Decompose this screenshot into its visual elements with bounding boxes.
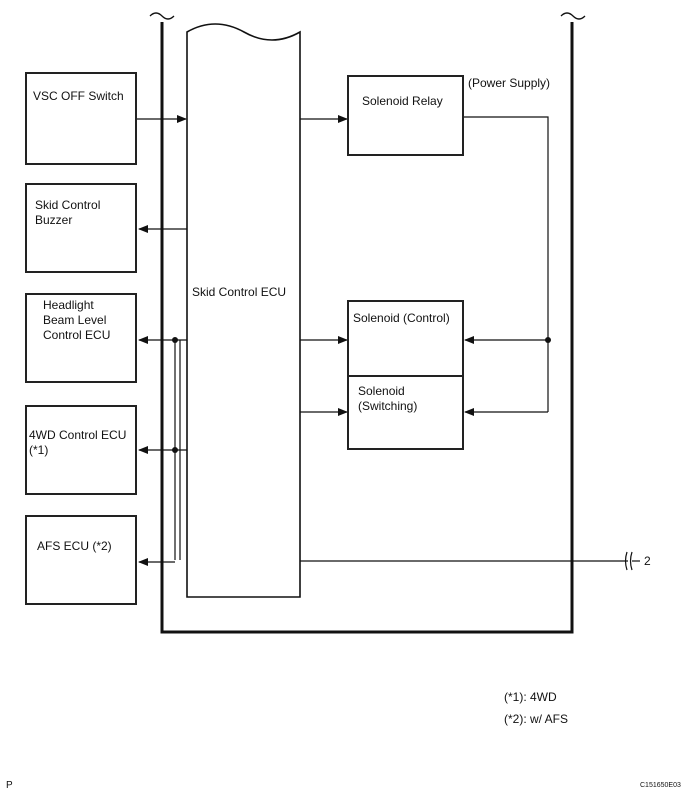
outer-enclosure <box>149 12 586 634</box>
solenoid-relay-label: Solenoid Relay <box>362 94 443 108</box>
solenoid-control-label: Solenoid (Control) <box>353 311 450 325</box>
wire-relay-power-supply <box>463 116 549 412</box>
skid-control-ecu-label: Skid Control ECU <box>192 285 287 299</box>
skid-control-buzzer-label: Skid Control Buzzer <box>35 198 101 227</box>
headlight-ecu-block: Headlight Beam Level Control ECU <box>25 293 137 383</box>
junction-dot-2 <box>172 447 178 453</box>
solenoid-group-block: Solenoid (Control) Solenoid (Switching) <box>347 300 464 450</box>
break-mark-icon <box>624 551 633 571</box>
vsc-off-switch-block: VSC OFF Switch <box>25 72 137 165</box>
junction-dot-3 <box>545 337 551 343</box>
vsc-off-switch-label: VSC OFF Switch <box>33 89 124 103</box>
note-4wd: (*1): 4WD <box>504 690 557 704</box>
connector-2-label: 2 <box>644 554 651 568</box>
figure-code: C151650E03 <box>640 782 681 789</box>
page-letter: P <box>6 780 13 791</box>
4wd-control-ecu-label: 4WD Control ECU (*1) <box>29 428 127 457</box>
solenoid-switching-label: Solenoid (Switching) <box>358 384 418 413</box>
power-supply-label: (Power Supply) <box>468 76 551 90</box>
afs-ecu-label: AFS ECU (*2) <box>37 539 112 553</box>
solenoid-divider <box>349 375 462 377</box>
junction-dot-1 <box>172 337 178 343</box>
skid-control-buzzer-block: Skid Control Buzzer <box>25 183 137 273</box>
4wd-control-ecu-block: 4WD Control ECU (*1) <box>25 405 137 495</box>
note-afs: (*2): w/ AFS <box>504 712 569 726</box>
headlight-ecu-label: Headlight Beam Level Control ECU <box>43 298 111 342</box>
solenoid-relay-block: Solenoid Relay <box>347 75 464 156</box>
afs-ecu-block: AFS ECU (*2) <box>25 515 137 605</box>
